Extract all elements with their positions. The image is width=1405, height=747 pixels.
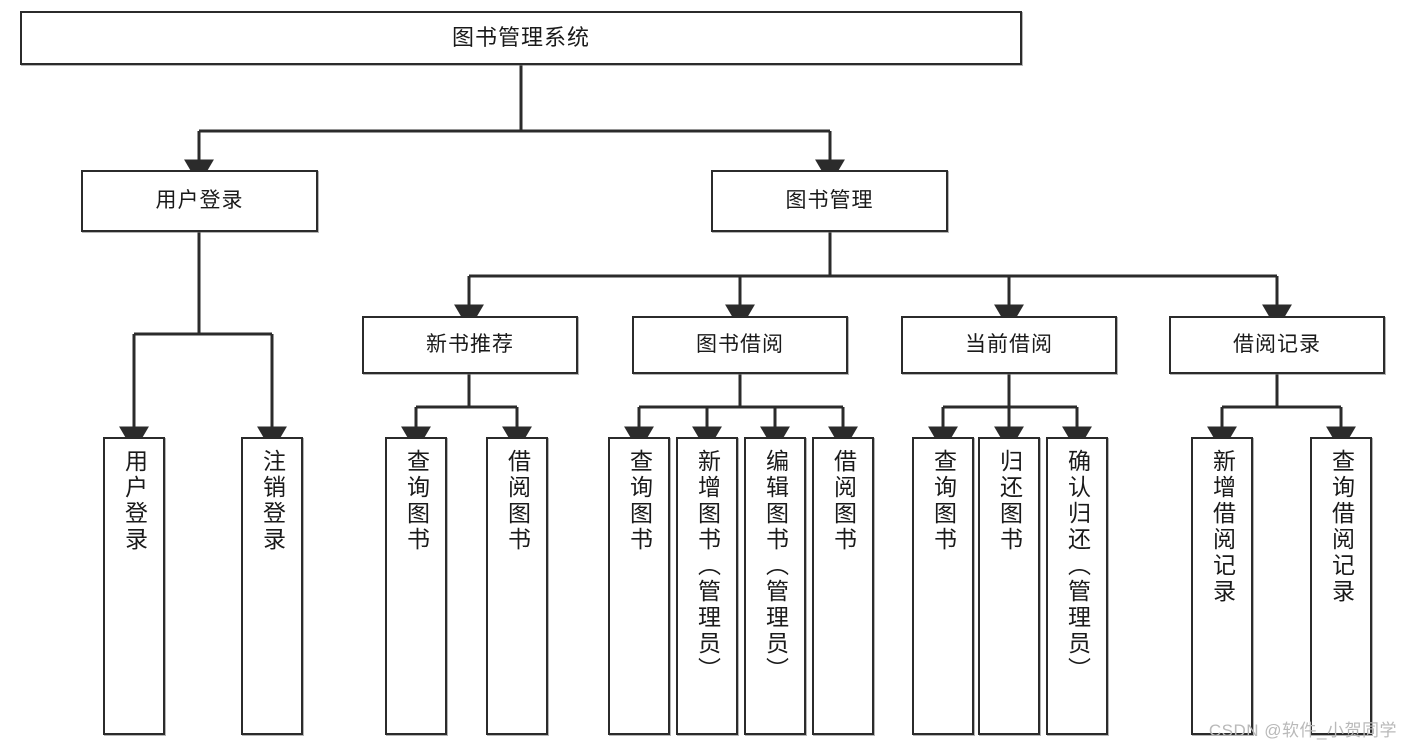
- leaf-book-borrow-edit-book-admin[interactable]: 编辑图书（管理员）: [744, 437, 806, 735]
- node-label: 用户登录: [121, 449, 148, 553]
- leaf-current-borrow-confirm-return-admin[interactable]: 确认归还（管理员）: [1046, 437, 1108, 735]
- node-label: 归还图书: [996, 449, 1023, 553]
- node-current-borrow[interactable]: 当前借阅: [901, 316, 1117, 374]
- node-user-login[interactable]: 用户登录: [81, 170, 318, 232]
- node-new-book-recommendation[interactable]: 新书推荐: [362, 316, 578, 374]
- leaf-user-login-logout[interactable]: 注销登录: [241, 437, 303, 735]
- node-label: 查询图书: [930, 449, 957, 553]
- node-label: 图书管理系统: [451, 25, 590, 51]
- csdn-watermark: CSDN @软件_小贺同学: [1208, 721, 1397, 740]
- node-label: 注销登录: [259, 449, 286, 553]
- leaf-new-book-query-book[interactable]: 查询图书: [385, 437, 447, 735]
- node-label: 用户登录: [155, 188, 244, 212]
- leaf-borrow-record-add-record[interactable]: 新增借阅记录: [1191, 437, 1253, 735]
- leaf-user-login-login[interactable]: 用户登录: [103, 437, 165, 735]
- node-label: 借阅图书: [504, 449, 531, 553]
- node-label: 借阅记录: [1233, 332, 1321, 356]
- leaf-borrow-record-query-record[interactable]: 查询借阅记录: [1310, 437, 1372, 735]
- node-label: 查询图书: [403, 449, 430, 553]
- node-label: 新增借阅记录: [1209, 449, 1236, 605]
- node-label: 图书借阅: [696, 332, 784, 356]
- node-book-borrow[interactable]: 图书借阅: [632, 316, 848, 374]
- node-label: 图书管理: [785, 188, 874, 212]
- node-label: 新增图书（管理员）: [694, 449, 721, 683]
- node-label: 借阅图书: [830, 449, 857, 553]
- leaf-book-borrow-borrow-book[interactable]: 借阅图书: [812, 437, 874, 735]
- leaf-book-borrow-query-book[interactable]: 查询图书: [608, 437, 670, 735]
- leaf-book-borrow-add-book-admin[interactable]: 新增图书（管理员）: [676, 437, 738, 735]
- node-root-system[interactable]: 图书管理系统: [20, 11, 1022, 65]
- node-label: 编辑图书（管理员）: [762, 449, 789, 683]
- node-label: 新书推荐: [426, 332, 514, 356]
- leaf-current-borrow-return-book[interactable]: 归还图书: [978, 437, 1040, 735]
- node-label: 确认归还（管理员）: [1064, 449, 1091, 683]
- node-label: 查询图书: [626, 449, 653, 553]
- node-label: 查询借阅记录: [1328, 449, 1355, 605]
- node-label: 当前借阅: [965, 332, 1053, 356]
- node-book-management[interactable]: 图书管理: [711, 170, 948, 232]
- leaf-current-borrow-query-book[interactable]: 查询图书: [912, 437, 974, 735]
- leaf-new-book-borrow-book[interactable]: 借阅图书: [486, 437, 548, 735]
- node-borrow-record[interactable]: 借阅记录: [1169, 316, 1385, 374]
